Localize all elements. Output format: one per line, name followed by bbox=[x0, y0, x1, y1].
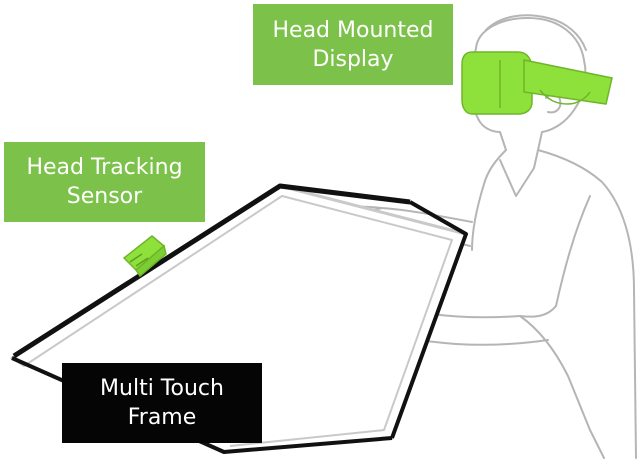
head-mounted-display-label: Head Mounted Display bbox=[253, 4, 453, 85]
tracking-sensor-device bbox=[122, 235, 167, 278]
person-torso-lower bbox=[519, 315, 605, 459]
multi-touch-frame-label: Multi Touch Frame bbox=[62, 363, 262, 443]
head-tracking-sensor-label: Head Tracking Sensor bbox=[4, 142, 205, 222]
person-sleeve bbox=[519, 195, 591, 318]
person-torso bbox=[471, 149, 637, 459]
headset-device bbox=[461, 51, 613, 115]
person-head bbox=[475, 17, 587, 151]
person-collar bbox=[499, 149, 539, 197]
